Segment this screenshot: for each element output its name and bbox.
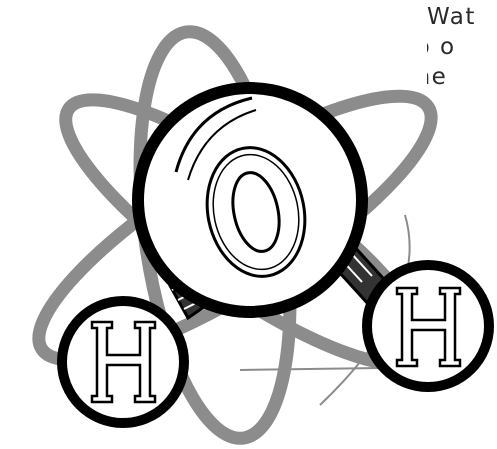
orbit-thin-line bbox=[240, 368, 380, 370]
hydrogen-atom-left bbox=[57, 296, 189, 428]
hydrogen-atom-right bbox=[362, 260, 494, 392]
oxygen-atom bbox=[132, 82, 368, 318]
